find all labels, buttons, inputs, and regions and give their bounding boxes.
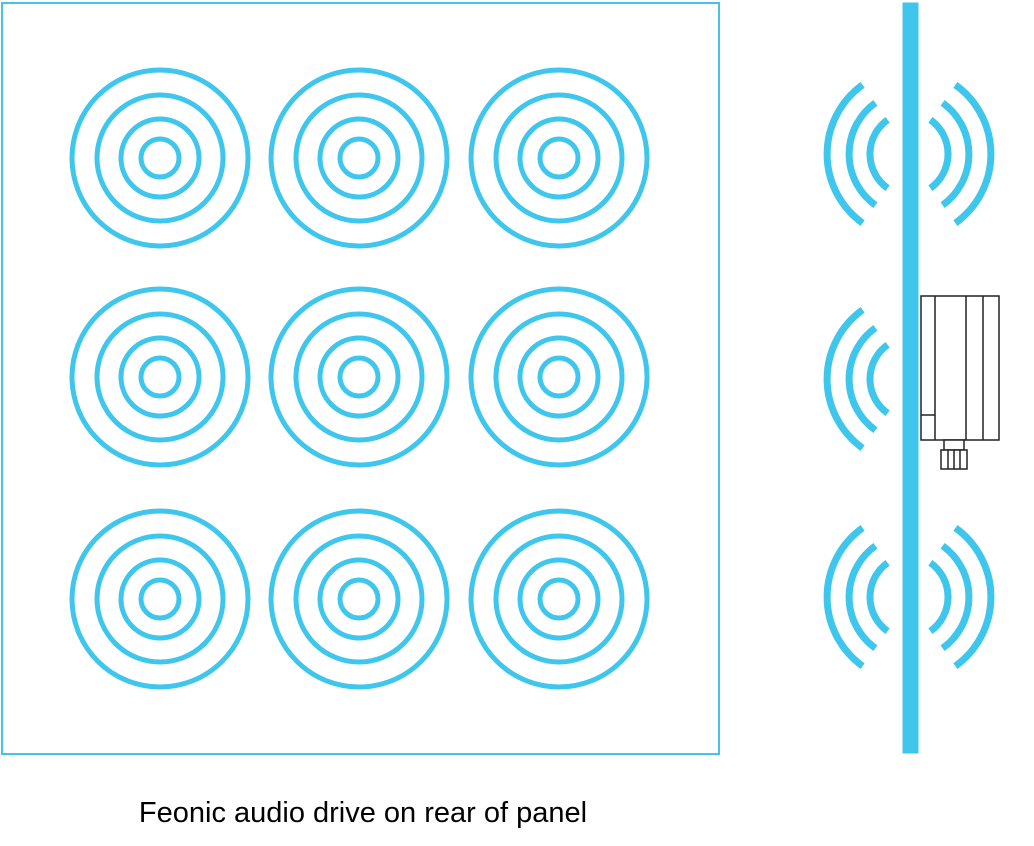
sound-wave-icon [823, 307, 890, 451]
ring [537, 355, 581, 399]
wave-arc [845, 99, 878, 209]
wave-arc [940, 99, 973, 209]
ring [337, 577, 381, 621]
ring [537, 136, 581, 180]
ring [468, 508, 650, 690]
wave-arc [823, 307, 865, 451]
wave-arc [845, 542, 878, 652]
ring [94, 533, 226, 665]
ring [493, 533, 625, 665]
ring [138, 136, 182, 180]
sound-waves [823, 82, 995, 669]
ring [293, 533, 425, 665]
ring [468, 67, 650, 249]
ring [468, 286, 650, 468]
wave-arc [953, 525, 995, 669]
wave-arc [928, 116, 952, 192]
ring [118, 335, 202, 419]
ring [317, 335, 401, 419]
wave-arc [845, 324, 878, 434]
concentric-rings-icon [69, 286, 251, 468]
ring [268, 67, 450, 249]
ring [517, 557, 601, 641]
wave-arc [953, 82, 995, 226]
ring [94, 92, 226, 224]
ring [268, 508, 450, 690]
ring [138, 355, 182, 399]
ring [317, 557, 401, 641]
wave-arc [928, 559, 952, 635]
ring [337, 355, 381, 399]
wave-arc [823, 82, 865, 226]
concentric-rings-icon [468, 508, 650, 690]
ring [337, 136, 381, 180]
sound-wave-icon [823, 82, 890, 226]
wave-arc [940, 542, 973, 652]
sound-wave-icon [928, 525, 995, 669]
concentric-rings-icon [468, 67, 650, 249]
panel-front-view [1, 2, 720, 755]
ring [517, 116, 601, 200]
wave-arc [866, 559, 890, 635]
ring [94, 311, 226, 443]
audio-drive-unit-icon [920, 295, 1000, 470]
concentric-rings-icon [468, 286, 650, 468]
ring [493, 92, 625, 224]
ring [118, 557, 202, 641]
ring [317, 116, 401, 200]
wave-arc [823, 525, 865, 669]
sound-wave-icon [928, 82, 995, 226]
ring [293, 311, 425, 443]
ring [69, 67, 251, 249]
wave-arc [866, 116, 890, 192]
concentric-rings-icon [268, 67, 450, 249]
ring [118, 116, 202, 200]
ring [537, 577, 581, 621]
panel-side-view [902, 2, 919, 754]
ring-grid [69, 67, 650, 690]
ring [268, 286, 450, 468]
ring [69, 286, 251, 468]
ring [517, 335, 601, 419]
concentric-rings-icon [268, 286, 450, 468]
concentric-rings-icon [69, 508, 251, 690]
ring [293, 92, 425, 224]
ring [138, 577, 182, 621]
ring [69, 508, 251, 690]
sound-wave-icon [823, 525, 890, 669]
caption: Feonic audio drive on rear of panel [138, 797, 588, 829]
ring [493, 311, 625, 443]
wave-arc [866, 341, 890, 417]
concentric-rings-icon [69, 67, 251, 249]
concentric-rings-icon [268, 508, 450, 690]
